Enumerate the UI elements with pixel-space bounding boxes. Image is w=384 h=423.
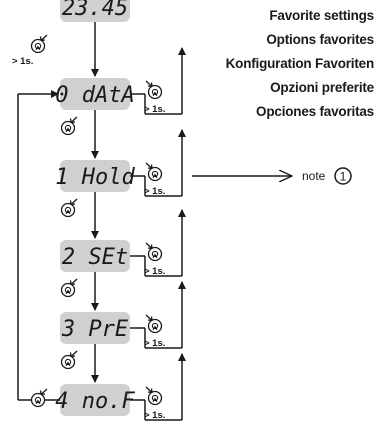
menu-knob-icon-3: [145, 314, 163, 334]
menu-knob-icon-0: [145, 80, 163, 100]
step-knob-icon-0: [60, 116, 78, 136]
press-duration-label-1: > 1s.: [144, 186, 165, 197]
menu-display-3: 3 PrE: [60, 312, 130, 344]
circled-number-icon: [334, 167, 352, 185]
press-duration-label-0: > 1s.: [144, 104, 165, 115]
title-italian: Opzioni preferite: [270, 80, 374, 95]
menu-display-4: 4 no.F: [55, 384, 135, 416]
note-label: note: [302, 169, 326, 183]
title-french: Options favorites: [266, 32, 374, 47]
step-knob-icon-3: [60, 350, 78, 370]
top-press-duration-label: > 1s.: [12, 56, 33, 67]
svg-text:3 PrE: 3 PrE: [61, 317, 129, 342]
svg-text:1 Hold: 1 Hold: [55, 165, 135, 190]
title-english: Favorite settings: [269, 8, 374, 23]
menu-display-0: 0 dAtA: [55, 78, 135, 110]
menu-display-2: 2 SEt: [60, 240, 130, 272]
press-duration-label-4: > 1s.: [144, 410, 165, 421]
svg-text:23.45: 23.45: [62, 0, 128, 21]
title-spanish: Opciones favoritas: [256, 104, 374, 119]
menu-display-1: 1 Hold: [55, 160, 135, 192]
svg-text:2 SEt: 2 SEt: [62, 245, 128, 270]
step-knob-icon-2: [60, 278, 78, 298]
top-display: 23.45: [60, 0, 130, 22]
loop-knob-icon: [30, 388, 48, 408]
menu-knob-icon-4: [145, 386, 163, 406]
top-knob-icon: [30, 34, 48, 54]
step-knob-icon-1: [60, 198, 78, 218]
press-duration-label-2: > 1s.: [144, 266, 165, 277]
note-number: 1: [340, 170, 347, 184]
title-german: Konfiguration Favoriten: [225, 56, 375, 71]
svg-text:4 no.F: 4 no.F: [55, 389, 135, 414]
svg-text:0 dAtA: 0 dAtA: [55, 83, 134, 108]
menu-knob-icon-2: [145, 242, 163, 262]
press-duration-label-3: > 1s.: [144, 338, 165, 349]
menu-knob-icon-1: [145, 162, 163, 182]
